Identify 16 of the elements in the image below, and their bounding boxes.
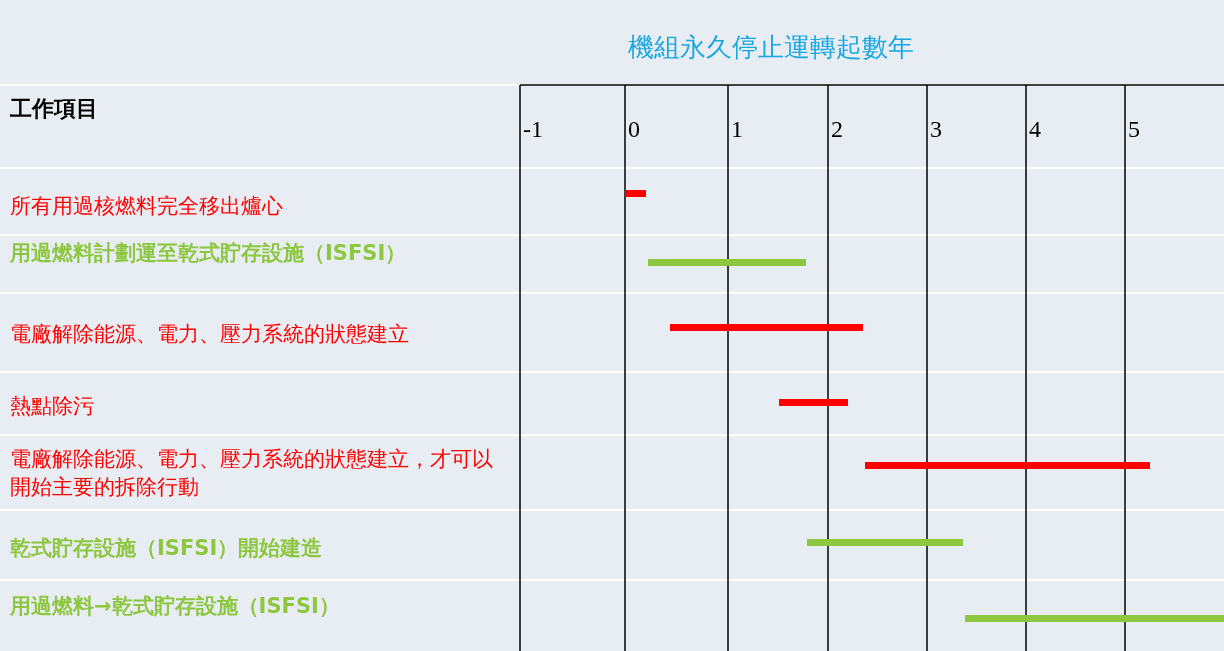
axis-title: 機組永久停止運轉起數年 [628, 31, 914, 64]
year-tick-label: 5 [1128, 116, 1140, 143]
task-label: 用過燃料→乾式貯存設施（ISFSI） [10, 593, 340, 620]
year-tick-label: 4 [1029, 116, 1041, 143]
task-label: 電廠解除能源、電力、壓力系統的狀態建立，才可以開始主要的拆除行動 [10, 446, 494, 501]
task-label: 乾式貯存設施（ISFSI）開始建造 [10, 535, 323, 562]
year-tick-label: -1 [523, 116, 543, 143]
column-header: 工作項目 [10, 95, 98, 123]
year-tick-label: 0 [628, 116, 640, 143]
task-label: 用過燃料計劃運至乾式貯存設施（ISFSI） [10, 240, 407, 267]
year-tick-label: 3 [930, 116, 942, 143]
task-label: 熱點除污 [10, 393, 94, 420]
task-label: 所有用過核燃料完全移出爐心 [10, 193, 283, 220]
year-tick-label: 1 [731, 116, 743, 143]
year-tick-label: 2 [831, 116, 843, 143]
task-label: 電廠解除能源、電力、壓力系統的狀態建立 [10, 321, 409, 348]
